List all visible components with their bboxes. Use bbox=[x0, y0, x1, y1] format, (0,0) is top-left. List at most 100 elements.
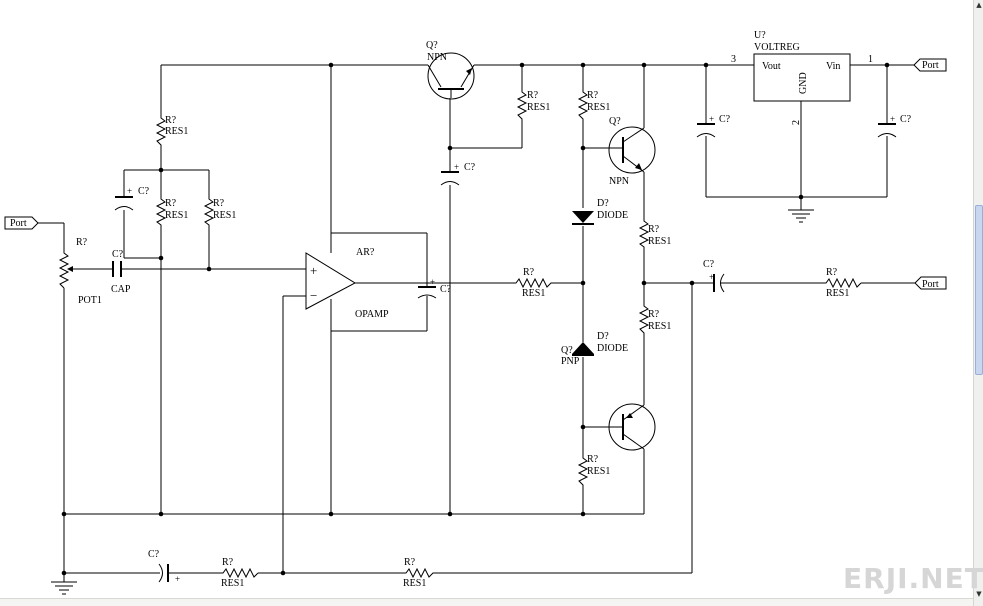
horizontal-scrollbar[interactable] bbox=[0, 598, 973, 606]
svg-text:R?: R? bbox=[648, 309, 660, 320]
resistor-r10[interactable]: R? RES1 bbox=[822, 267, 862, 299]
resistor-r2[interactable]: R? RES1 bbox=[155, 196, 188, 228]
svg-text:3: 3 bbox=[731, 54, 736, 65]
svg-text:RES1: RES1 bbox=[587, 102, 610, 113]
svg-text:RES1: RES1 bbox=[648, 236, 671, 247]
svg-text:RES1: RES1 bbox=[826, 288, 849, 299]
svg-text:C?: C? bbox=[148, 549, 160, 560]
transistor-q-top-npn[interactable]: Q? NPN bbox=[426, 40, 475, 100]
port-left-in[interactable]: Port bbox=[4, 216, 39, 230]
svg-text:R?: R? bbox=[523, 267, 535, 278]
svg-text:DIODE: DIODE bbox=[597, 343, 628, 354]
svg-text:POT1: POT1 bbox=[78, 295, 102, 306]
capacitor-c3[interactable]: + C? bbox=[440, 162, 476, 186]
resistor-r3[interactable]: R? RES1 bbox=[203, 196, 236, 228]
capacitor-c6[interactable]: C? + bbox=[148, 549, 180, 584]
port-top-right[interactable]: Port bbox=[913, 58, 947, 72]
svg-text:+: + bbox=[454, 162, 459, 172]
resistor-r9[interactable]: R? RES1 bbox=[512, 267, 563, 299]
svg-text:+: + bbox=[709, 114, 714, 124]
svg-text:2: 2 bbox=[791, 120, 802, 125]
svg-text:R?: R? bbox=[213, 198, 225, 209]
svg-text:R?: R? bbox=[404, 557, 416, 568]
svg-text:RES1: RES1 bbox=[221, 578, 244, 589]
svg-text:RES1: RES1 bbox=[403, 578, 426, 589]
resistor-r11[interactable]: R? RES1 bbox=[219, 557, 259, 589]
diode-d1[interactable]: D? DIODE bbox=[572, 198, 628, 225]
resistor-r12[interactable]: R? RES1 bbox=[402, 557, 437, 589]
opamp-ar[interactable]: + − AR? OPAMP bbox=[305, 247, 389, 320]
resistor-r6[interactable]: R? RES1 bbox=[638, 218, 671, 250]
resistor-r4[interactable]: R? RES1 bbox=[516, 88, 550, 124]
potentiometer-pot1[interactable]: R? POT1 bbox=[58, 237, 102, 306]
wires bbox=[38, 64, 915, 574]
svg-text:R?: R? bbox=[165, 115, 177, 126]
svg-text:R?: R? bbox=[826, 267, 838, 278]
capacitor-c2[interactable]: C? CAP bbox=[111, 249, 131, 295]
svg-text:PNP: PNP bbox=[561, 356, 580, 367]
ground-symbol-regulator bbox=[788, 209, 814, 223]
svg-text:−: − bbox=[310, 288, 317, 303]
capacitor-c5[interactable]: + C? bbox=[703, 259, 725, 293]
svg-text:R?: R? bbox=[76, 237, 88, 248]
svg-text:Port: Port bbox=[922, 279, 939, 290]
svg-text:R?: R? bbox=[222, 557, 234, 568]
svg-text:RES1: RES1 bbox=[522, 288, 545, 299]
svg-text:C?: C? bbox=[464, 162, 476, 173]
svg-text:RES1: RES1 bbox=[527, 102, 550, 113]
svg-text:1: 1 bbox=[868, 54, 873, 65]
scroll-thumb[interactable] bbox=[975, 205, 983, 375]
transistor-q-low-pnp[interactable]: Q? PNP bbox=[561, 345, 656, 451]
svg-text:Vin: Vin bbox=[826, 61, 840, 72]
capacitor-c8[interactable]: + C? bbox=[877, 114, 912, 138]
transistor-q-mid-npn[interactable]: Q? NPN bbox=[608, 116, 656, 187]
svg-text:+: + bbox=[310, 263, 317, 278]
svg-text:VOLTREG: VOLTREG bbox=[754, 42, 800, 53]
svg-text:+: + bbox=[127, 186, 132, 196]
diode-d2[interactable]: D? DIODE bbox=[572, 331, 628, 356]
svg-text:R?: R? bbox=[648, 224, 660, 235]
watermark-logo: ERJI.NET bbox=[843, 562, 983, 595]
resistor-r5[interactable]: R? RES1 bbox=[577, 88, 610, 124]
svg-text:RES1: RES1 bbox=[165, 126, 188, 137]
svg-text:Port: Port bbox=[10, 218, 27, 229]
svg-text:CAP: CAP bbox=[111, 284, 131, 295]
svg-text:R?: R? bbox=[527, 90, 539, 101]
svg-text:RES1: RES1 bbox=[648, 321, 671, 332]
svg-text:C?: C? bbox=[900, 114, 912, 125]
svg-text:NPN: NPN bbox=[427, 52, 447, 63]
ground-symbol-bottom bbox=[51, 573, 77, 595]
capacitor-c7[interactable]: + C? bbox=[696, 114, 731, 138]
svg-text:R?: R? bbox=[587, 454, 599, 465]
capacitor-c4[interactable]: + C? bbox=[417, 277, 452, 299]
svg-text:GND: GND bbox=[798, 72, 809, 94]
svg-text:R?: R? bbox=[587, 90, 599, 101]
vertical-scrollbar[interactable]: ▲ ▼ bbox=[973, 0, 983, 606]
capacitor-c1[interactable]: + C? bbox=[114, 186, 150, 211]
schematic-canvas[interactable]: Port Port Port R? RES1 R? RES1 R? RES1 R… bbox=[0, 0, 973, 598]
svg-text:C?: C? bbox=[719, 114, 731, 125]
port-mid-right[interactable]: Port bbox=[914, 276, 947, 290]
svg-text:+: + bbox=[890, 114, 895, 124]
junctions bbox=[61, 62, 890, 576]
svg-text:C?: C? bbox=[440, 284, 452, 295]
resistor-r1[interactable]: R? RES1 bbox=[155, 115, 188, 148]
svg-text:U?: U? bbox=[754, 30, 766, 41]
svg-text:Vout: Vout bbox=[762, 61, 781, 72]
svg-text:C?: C? bbox=[138, 186, 150, 197]
svg-text:Q?: Q? bbox=[609, 116, 621, 127]
svg-text:Q?: Q? bbox=[426, 40, 438, 51]
voltage-regulator-u[interactable]: U? VOLTREG Vout Vin GND 3 1 2 bbox=[731, 30, 873, 125]
svg-text:OPAMP: OPAMP bbox=[355, 309, 389, 320]
svg-text:D?: D? bbox=[597, 331, 609, 342]
svg-text:D?: D? bbox=[597, 198, 609, 209]
svg-text:RES1: RES1 bbox=[165, 210, 188, 221]
resistor-r8[interactable]: R? RES1 bbox=[577, 454, 610, 488]
scroll-down-icon[interactable]: ▼ bbox=[976, 590, 982, 598]
svg-text:RES1: RES1 bbox=[213, 210, 236, 221]
scroll-up-icon[interactable]: ▲ bbox=[976, 1, 982, 9]
svg-text:NPN: NPN bbox=[609, 176, 629, 187]
svg-text:R?: R? bbox=[165, 198, 177, 209]
svg-text:DIODE: DIODE bbox=[597, 210, 628, 221]
resistor-r7[interactable]: R? RES1 bbox=[638, 303, 671, 338]
